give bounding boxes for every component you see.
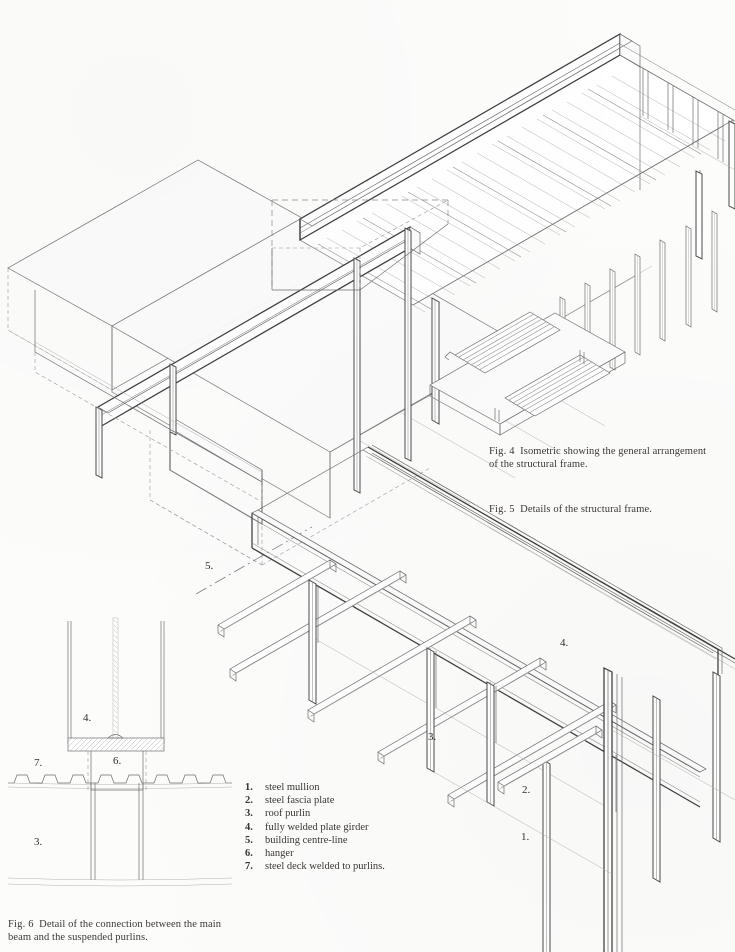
fig5-lower-tie-beam xyxy=(433,729,735,875)
fig4-deck-ribs xyxy=(311,75,726,313)
legend-number: 7. xyxy=(245,861,253,873)
fig6-girder-bottom-flange xyxy=(67,737,165,752)
legend-number: 3. xyxy=(245,808,253,820)
legend-number: 4. xyxy=(245,821,253,833)
figure-5-caption-text: Details of the structural frame. xyxy=(520,504,652,515)
figure-4-caption-text: Isometric showing the general arrangemen… xyxy=(489,446,707,470)
legend-label: hanger xyxy=(265,847,294,859)
fig4-penthouse-hidden-box xyxy=(271,199,449,291)
legend-item: 6. hanger xyxy=(245,848,385,861)
legend-label: fully welded plate girder xyxy=(265,821,369,833)
fig4-deck-seams xyxy=(317,88,702,310)
fig5-drawing xyxy=(195,444,735,952)
callout-fig6-4: 4. xyxy=(83,712,92,724)
legend-item: 1. steel mullion xyxy=(245,782,385,795)
fig4-entrance-terrace xyxy=(429,311,626,436)
legend-label: roof purlin xyxy=(265,808,311,820)
fig5-mullion xyxy=(487,682,494,806)
legend-item: 5. building centre-line xyxy=(245,835,385,848)
fig5-fascia-plate-stub xyxy=(497,725,603,795)
fig6-flange-hatching xyxy=(67,737,165,752)
fig6-steel-deck xyxy=(7,774,233,789)
legend-label: steel mullion xyxy=(265,782,320,793)
fig4-column xyxy=(696,171,702,259)
fig5-building-centre-line xyxy=(195,526,313,595)
figure-6-label: Fig. 6 xyxy=(8,919,34,930)
legend-number: 2. xyxy=(245,795,253,807)
fig4-drawing xyxy=(7,32,735,566)
fig4-column xyxy=(432,298,439,424)
fig5-mullion xyxy=(713,672,720,842)
fig5-corner-column xyxy=(603,666,623,952)
fig6-purlin xyxy=(7,783,233,887)
legend-item: 4. fully welded plate girder xyxy=(245,822,385,835)
figure-4-caption: Fig. 4 Isometric showing the general arr… xyxy=(489,432,724,471)
figure-5-caption: Fig. 5 Details of the structural frame. xyxy=(489,490,724,516)
fig4-mullion xyxy=(685,225,692,328)
fig4-mullion xyxy=(634,253,641,356)
fig4-stair-lower xyxy=(504,354,611,417)
fig5-roof-bays xyxy=(362,444,735,676)
fig5-purlin xyxy=(217,559,337,638)
legend-item: 2. steel fascia plate xyxy=(245,795,385,808)
fig4-mullion xyxy=(711,210,718,313)
fig5-purlin xyxy=(307,615,477,723)
fig4-column xyxy=(170,364,176,435)
callout-fig5-1: 1. xyxy=(521,831,530,843)
fig5-mullion xyxy=(653,696,660,882)
fig4-lower-plinth xyxy=(34,290,263,503)
figure-4-label: Fig. 4 xyxy=(489,446,515,457)
callout-fig6-7: 7. xyxy=(34,757,43,769)
legend-label: building centre-line xyxy=(265,834,348,846)
fig4-rear-mullion-bay xyxy=(619,43,735,171)
fig4-podium-masses xyxy=(7,159,521,566)
fig5-mullion xyxy=(309,580,316,704)
figure-6-caption-text: Detail of the connection between the mai… xyxy=(8,919,222,943)
fig5-bay-frame xyxy=(610,588,723,660)
callout-fig6-6: 6. xyxy=(113,755,122,767)
fig4-rear-mullions xyxy=(642,68,724,162)
fig5-plate-girder-spine xyxy=(251,509,707,808)
legend-item: 3. roof purlin xyxy=(245,808,385,821)
fig5-purlin xyxy=(377,657,547,765)
legend-label: steel fascia plate xyxy=(265,795,335,807)
figure-5-label: Fig. 5 xyxy=(489,504,515,515)
fig4-main-fascia-beam xyxy=(299,32,641,242)
fig6-web-plate xyxy=(107,617,124,739)
figure-legend: 1. steel mullion 2. steel fascia plate 3… xyxy=(245,782,385,874)
figure-6-caption: Fig. 6 Detail of the connection between … xyxy=(8,905,243,944)
callout-fig5-2: 2. xyxy=(522,784,531,796)
callout-fig5-4: 4. xyxy=(560,637,569,649)
callout-fig6-3: 3. xyxy=(34,836,43,848)
fig6-plate-girder xyxy=(67,617,165,752)
fig4-column xyxy=(96,407,102,478)
legend-number: 5. xyxy=(245,834,253,846)
fig5-mullion xyxy=(543,760,550,952)
fig4-mullion xyxy=(659,239,666,342)
callout-fig5-5: 5. xyxy=(205,560,214,572)
legend-label: steel deck welded to purlins. xyxy=(265,861,385,873)
fig4-column xyxy=(405,228,411,461)
fig4-column xyxy=(729,121,735,209)
fig6-drawing xyxy=(7,617,233,887)
callout-fig5-3: 3. xyxy=(428,731,437,743)
fig4-stair-upper xyxy=(444,311,561,374)
legend-number: 6. xyxy=(245,847,253,859)
legend-number: 1. xyxy=(245,782,253,793)
legend-item: 7. steel deck welded to purlins. xyxy=(245,861,385,874)
